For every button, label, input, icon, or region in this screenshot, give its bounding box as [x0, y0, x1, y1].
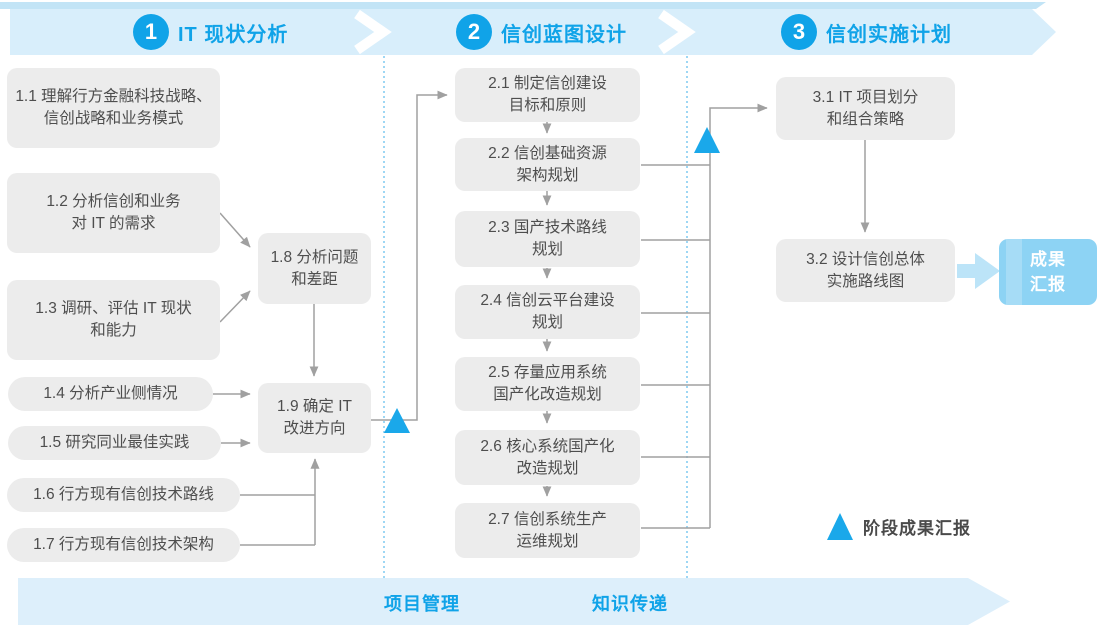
- task-box-1-3: 1.3 调研、评估 IT 现状 和能力: [7, 280, 220, 360]
- header-ribbon-top-strip: [0, 2, 1046, 9]
- legend-milestone-label: 阶段成果汇报: [863, 519, 971, 538]
- task-box-2-1: 2.1 制定信创建设 目标和原则: [455, 68, 640, 122]
- task-box-3-1: 3.1 IT 项目划分 和组合策略: [776, 77, 955, 140]
- task-box-2-4: 2.4 信创云平台建设 规划: [455, 285, 640, 339]
- task-box-1-7: 1.7 行方现有信创技术架构: [7, 528, 240, 562]
- phase-3-number-badge: 3: [781, 14, 817, 50]
- phase-2-title: 信创蓝图设计: [501, 23, 627, 46]
- header-ribbon-arrow: [10, 9, 1056, 55]
- task-box-1-2: 1.2 分析信创和业务 对 IT 的需求: [7, 173, 220, 253]
- phase-2-header: 2 信创蓝图设计: [456, 14, 627, 50]
- phase-3-title: 信创实施计划: [826, 23, 952, 46]
- legend-milestone-triangle-icon: [827, 513, 853, 540]
- task-box-2-2: 2.2 信创基础资源 架构规划: [455, 138, 640, 191]
- phase2-collector-connectors: [641, 103, 870, 529]
- task-box-1-1: 1.1 理解行方金融科技战略、 信创战略和业务模式: [7, 68, 220, 148]
- footer-label-knowledge-transfer: 知识传递: [592, 594, 668, 614]
- task-box-1-8: 1.8 分析问题 和差距: [258, 233, 371, 304]
- footer-ribbon-arrow: [18, 578, 1010, 625]
- task-box-2-5: 2.5 存量应用系统 国产化改造规划: [455, 357, 640, 411]
- phase-1-title: IT 现状分析: [178, 23, 289, 46]
- milestone-triangle-phase1-icon: [384, 408, 410, 433]
- phase-1-number-badge: 1: [133, 14, 169, 50]
- phase1-connectors: [213, 90, 448, 546]
- phase-1-header: 1 IT 现状分析: [133, 14, 288, 50]
- outcome-report-box: 成果 汇报: [999, 239, 1097, 305]
- task-box-2-6: 2.6 核心系统国产化 改造规划: [455, 430, 640, 485]
- task-box-1-5: 1.5 研究同业最佳实践: [8, 426, 221, 460]
- task-box-2-7: 2.7 信创系统生产 运维规划: [455, 503, 640, 558]
- task-box-2-3: 2.3 国产技术路线 规划: [455, 211, 640, 267]
- task-box-3-2: 3.2 设计信创总体 实施路线图: [776, 239, 955, 302]
- phase-3-header: 3 信创实施计划: [781, 14, 952, 50]
- milestone-triangle-phase2-icon: [694, 127, 720, 153]
- outcome-block-arrow-icon: [957, 253, 1000, 289]
- phase-2-number-badge: 2: [456, 14, 492, 50]
- task-box-1-6: 1.6 行方现有信创技术路线: [7, 478, 240, 512]
- footer-label-project-management: 项目管理: [384, 594, 460, 614]
- task-box-1-4: 1.4 分析产业侧情况: [8, 377, 213, 411]
- task-box-1-9: 1.9 确定 IT 改进方向: [258, 383, 371, 453]
